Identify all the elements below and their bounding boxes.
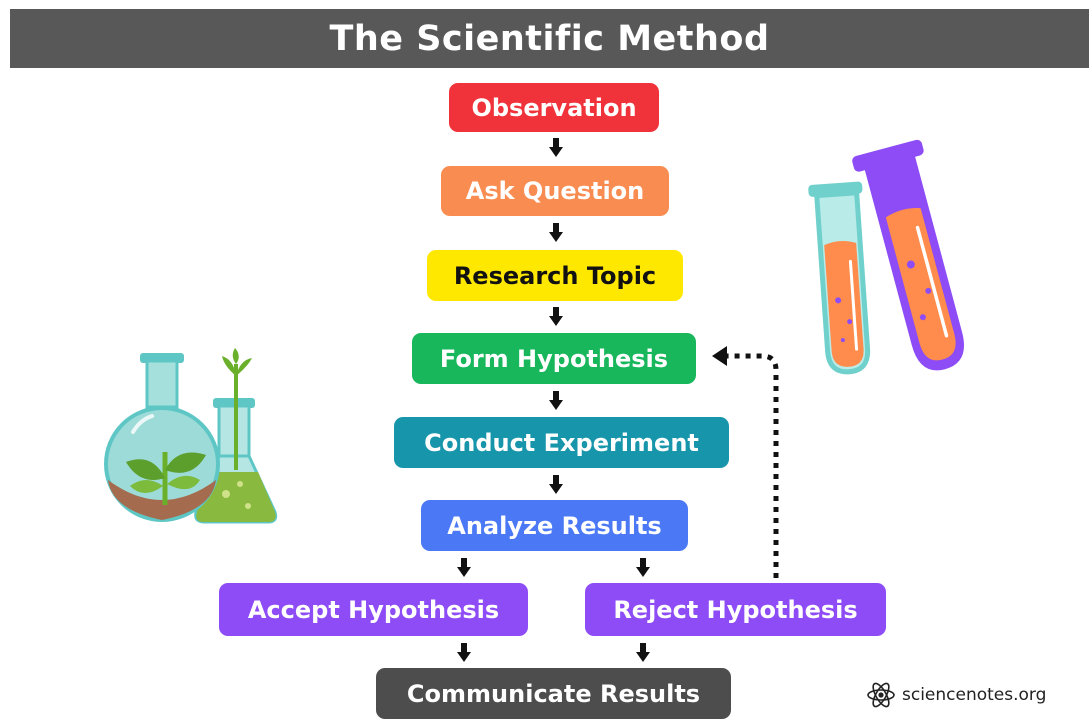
arrow-down-icon bbox=[636, 558, 650, 578]
step-label: Reject Hypothesis bbox=[613, 595, 858, 624]
step-ask-question: Ask Question bbox=[441, 166, 669, 216]
footer-brand: sciencenotes.org bbox=[866, 682, 1046, 708]
step-form-hypothesis: Form Hypothesis bbox=[412, 333, 696, 384]
step-research-topic: Research Topic bbox=[427, 250, 683, 301]
step-label: Communicate Results bbox=[406, 679, 701, 708]
arrow-down-icon bbox=[549, 475, 563, 495]
step-label: Observation bbox=[471, 93, 637, 122]
step-label: Ask Question bbox=[465, 177, 645, 205]
step-analyze-results: Analyze Results bbox=[421, 500, 688, 551]
arrow-down-icon bbox=[549, 391, 563, 411]
step-reject-hypothesis: Reject Hypothesis bbox=[585, 583, 886, 636]
step-conduct-experiment: Conduct Experiment bbox=[394, 417, 729, 468]
step-label: Conduct Experiment bbox=[424, 428, 699, 457]
arrow-down-icon bbox=[549, 307, 563, 327]
step-observation: Observation bbox=[449, 83, 659, 132]
step-communicate-results: Communicate Results bbox=[376, 668, 731, 719]
site-name: sciencenotes.org bbox=[902, 685, 1047, 705]
atom-icon bbox=[867, 682, 895, 708]
arrow-down-icon bbox=[457, 643, 471, 663]
arrow-head-icon bbox=[712, 346, 727, 366]
arrow-down-icon bbox=[457, 558, 471, 578]
step-label: Form Hypothesis bbox=[439, 344, 669, 373]
arrow-down-icon bbox=[549, 138, 563, 158]
arrow-down-icon bbox=[549, 223, 563, 243]
step-accept-hypothesis: Accept Hypothesis bbox=[219, 583, 528, 636]
step-label: Analyze Results bbox=[447, 511, 662, 540]
arrow-down-icon bbox=[636, 643, 650, 663]
title-bar: The Scientific Method bbox=[10, 9, 1089, 68]
step-label: Accept Hypothesis bbox=[247, 595, 500, 624]
step-label: Research Topic bbox=[453, 261, 657, 290]
page-title: The Scientific Method bbox=[329, 18, 770, 59]
